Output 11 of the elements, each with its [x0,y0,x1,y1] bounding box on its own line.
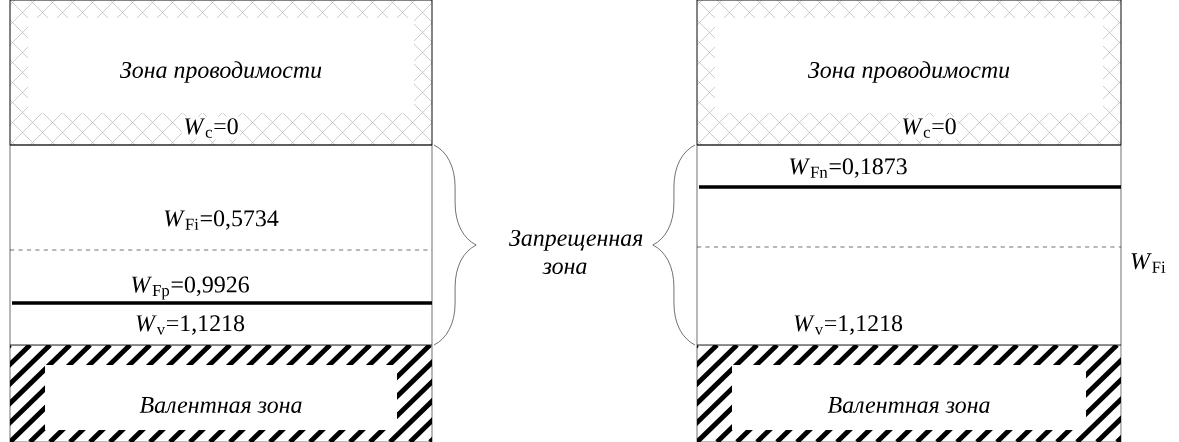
conduction-band-box: Зона проводимости W$_{c}$=0 [9,0,433,146]
energy-level-label: W$_{v}$=1,1218 [794,315,903,335]
energy-level-label: W$_{Fi}$=0,5734 [164,210,279,230]
zone-label: Запрещенная зона [509,229,643,275]
valence-band-box: Валентная зона [9,344,433,442]
energy-level-label: W$_{Fn}$=0,1873 [789,158,907,178]
valence-band-box: Валентная зона [696,344,1122,442]
conduction-band-box: Зона проводимости W$_{c}$=0 [696,0,1122,146]
energy-level-label: W$_{Fp}$=0,9926 [131,276,249,300]
energy-level-label: W$_{Fi}$ [1131,253,1166,273]
energy-level-label: W$_{v}$=1,1218 [136,315,245,335]
